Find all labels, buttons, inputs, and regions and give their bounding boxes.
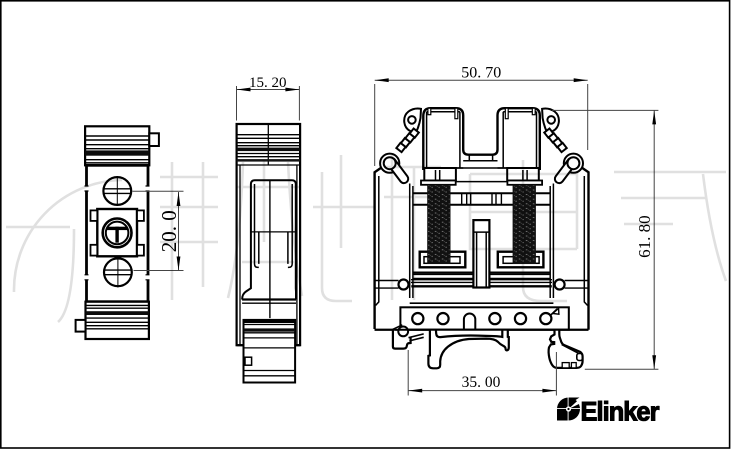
svg-text:20. 0: 20. 0 xyxy=(157,210,181,252)
svg-text:15. 20: 15. 20 xyxy=(249,75,287,91)
svg-text:50. 70: 50. 70 xyxy=(461,65,501,82)
svg-text:Elinker: Elinker xyxy=(581,396,660,426)
svg-text:61. 80: 61. 80 xyxy=(635,215,654,258)
svg-text:35. 00: 35. 00 xyxy=(462,374,501,391)
